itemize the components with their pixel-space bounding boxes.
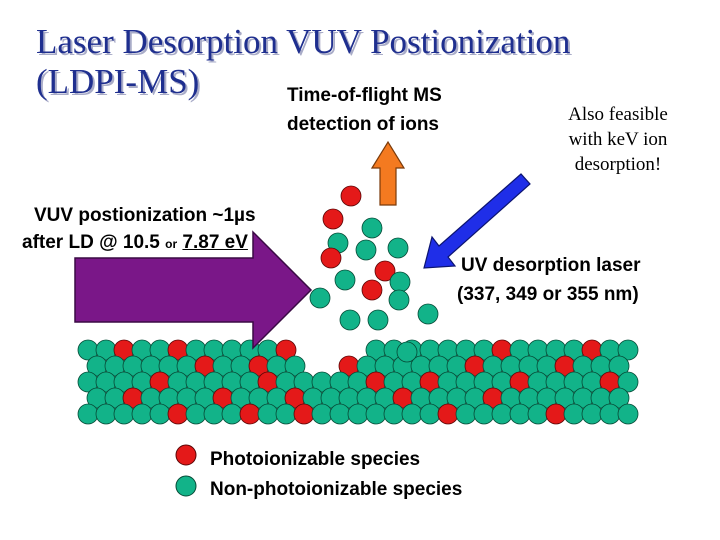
surface-non-photoionizable-molecule	[419, 403, 441, 425]
desorbed-non-photoionizable-molecule	[355, 239, 377, 261]
desorbed-non-photoionizable-molecule	[388, 289, 410, 311]
surface-non-photoionizable-molecule	[383, 403, 405, 425]
surface-non-photoionizable-molecule	[347, 403, 369, 425]
desorbed-non-photoionizable-molecule	[389, 271, 411, 293]
uv-label-line-2: (337, 349 or 355 nm)	[457, 284, 639, 305]
surface-non-photoionizable-molecule	[221, 403, 243, 425]
desorbed-non-photoionizable-molecule	[417, 303, 439, 325]
legend-marker-non-photoionizable	[175, 475, 197, 497]
surface-non-photoionizable-molecule	[275, 403, 297, 425]
legend-label-photoionizable: Photoionizable species	[210, 449, 421, 470]
title-line-1: Laser Desorption VUV Postionization	[36, 22, 571, 61]
desorbed-non-photoionizable-molecule	[396, 341, 418, 363]
vuv-laser-arrow	[74, 230, 313, 350]
surface-non-photoionizable-molecule	[311, 403, 333, 425]
surface-non-photoionizable-molecule	[113, 403, 135, 425]
surface-non-photoionizable-molecule	[473, 403, 495, 425]
desorbed-non-photoionizable-molecule	[334, 269, 356, 291]
desorbed-non-photoionizable-molecule	[367, 309, 389, 331]
surface-non-photoionizable-molecule	[617, 371, 639, 393]
surface-non-photoionizable-molecule	[401, 403, 423, 425]
desorbed-photoionizable-molecule	[322, 208, 344, 230]
sample-surface	[77, 339, 639, 425]
surface-non-photoionizable-molecule	[95, 403, 117, 425]
desorbed-non-photoionizable-molecule	[309, 287, 331, 309]
kev-note-line-2: with keV ion	[568, 129, 668, 150]
vuv-or-word: or	[165, 237, 178, 251]
desorbed-photoionizable-molecule	[374, 260, 396, 282]
surface-non-photoionizable-molecule	[455, 403, 477, 425]
surface-non-photoionizable-molecule	[617, 339, 639, 361]
vuv-label-line-2: after LD @ 10.5 or 7.87 eV	[22, 231, 248, 256]
surface-non-photoionizable-molecule	[185, 403, 207, 425]
surface-non-photoionizable-molecule	[608, 387, 630, 409]
surface-non-photoionizable-molecule	[581, 403, 603, 425]
surface-photoionizable-molecule	[167, 403, 189, 425]
surface-non-photoionizable-molecule	[131, 403, 153, 425]
surface-non-photoionizable-molecule	[617, 403, 639, 425]
vuv-label-line-1: VUV postionization ~1µs	[34, 205, 256, 226]
vuv-energy-alternate: 7.87 eV	[182, 232, 248, 253]
surface-non-photoionizable-molecule	[284, 355, 306, 377]
surface-non-photoionizable-molecule	[563, 403, 585, 425]
desorbed-non-photoionizable-molecule	[361, 217, 383, 239]
legend-markers	[175, 444, 197, 497]
surface-photoionizable-molecule	[545, 403, 567, 425]
tof-label-line-2: detection of ions	[287, 114, 439, 135]
surface-non-photoionizable-molecule	[149, 403, 171, 425]
uv-label-line-1: UV desorption laser	[461, 255, 641, 276]
surface-non-photoionizable-molecule	[365, 403, 387, 425]
tof-label-line-1: Time-of-flight MS	[287, 85, 442, 106]
desorbed-non-photoionizable-molecule	[339, 309, 361, 331]
surface-non-photoionizable-molecule	[257, 403, 279, 425]
surface-photoionizable-molecule	[293, 403, 315, 425]
surface-photoionizable-molecule	[437, 403, 459, 425]
desorbed-photoionizable-molecule	[340, 185, 362, 207]
vuv-energy-primary: after LD @ 10.5	[22, 232, 166, 253]
desorbed-photoionizable-molecule	[361, 279, 383, 301]
surface-photoionizable-molecule	[275, 339, 297, 361]
desorbed-non-photoionizable-molecule	[387, 237, 409, 259]
tof-arrow	[370, 140, 406, 206]
kev-note-line-1: Also feasible	[568, 104, 668, 125]
surface-non-photoionizable-molecule	[527, 403, 549, 425]
legend-marker-photoionizable	[175, 444, 197, 466]
kev-note-line-3: desorption!	[574, 154, 662, 175]
surface-non-photoionizable-molecule	[509, 403, 531, 425]
uv-laser-arrow	[423, 173, 531, 269]
desorbed-plume	[309, 185, 439, 363]
surface-non-photoionizable-molecule	[491, 403, 513, 425]
desorbed-photoionizable-molecule	[320, 247, 342, 269]
surface-non-photoionizable-molecule	[329, 403, 351, 425]
surface-non-photoionizable-molecule	[599, 403, 621, 425]
surface-non-photoionizable-molecule	[203, 403, 225, 425]
surface-non-photoionizable-molecule	[608, 355, 630, 377]
title-line-2: (LDPI-MS)	[36, 62, 200, 101]
surface-non-photoionizable-molecule	[77, 403, 99, 425]
surface-photoionizable-molecule	[239, 403, 261, 425]
legend-label-non-photoionizable: Non-photoionizable species	[210, 479, 463, 500]
